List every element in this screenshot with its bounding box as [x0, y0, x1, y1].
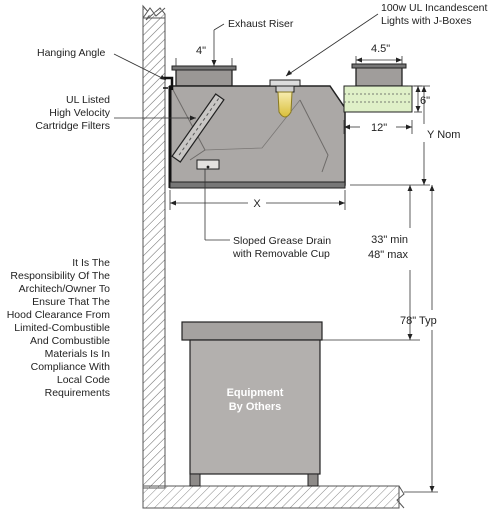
dimension-lines: [169, 56, 438, 493]
filters-label-line2: High Velocity: [49, 107, 110, 119]
supply-plenum: [343, 63, 413, 113]
y-nom-dim: Y Nom: [427, 129, 460, 141]
clearance-max-dim: 48" max: [368, 249, 408, 261]
filters-label-line1: UL Listed: [66, 94, 110, 106]
note-line-10: Local Code: [57, 374, 110, 386]
note-line-5: Hood Clearance From: [7, 309, 111, 321]
note-line-2: Responsibility Of The: [10, 270, 110, 282]
cooking-equipment: [181, 321, 323, 487]
supply-depth-dim: 12": [371, 122, 387, 134]
hanging-angle: [163, 76, 174, 90]
note-line-9: Compliance With: [31, 361, 111, 373]
note-line-11: Requirements: [45, 387, 110, 399]
supply-height-dim: 6": [420, 95, 430, 107]
grease-drain-label-line1: Sloped Grease Drain: [233, 235, 331, 247]
note-line-8: Materials Is In: [45, 348, 111, 360]
grease-drain-label-line2: with Removable Cup: [232, 248, 330, 260]
note-line-6: Limited-Combustible: [14, 322, 110, 334]
note-line-3: Architech/Owner To: [19, 283, 111, 295]
supply-width-dim: 4.5": [371, 43, 390, 55]
building-wall: [142, 4, 405, 509]
note-line-4: Ensure That The: [32, 296, 110, 308]
light-fixture: [269, 79, 301, 118]
overall-height-dim: 78" Typ: [400, 315, 437, 327]
clearance-min-dim: 33" min: [371, 234, 408, 246]
cartridge-filter: [171, 93, 225, 163]
equipment-label-line1: Equipment: [227, 387, 284, 399]
responsibility-note: It Is The Responsibility Of The Architec…: [7, 257, 111, 399]
note-line-1: It Is The: [72, 257, 110, 269]
exhaust-riser-label: Exhaust Riser: [228, 18, 294, 30]
x-dim: X: [253, 198, 261, 210]
hanging-angle-label: Hanging Angle: [37, 47, 105, 59]
grease-drain-cup: [196, 159, 220, 170]
note-line-7: And Combustible: [30, 335, 110, 347]
filters-label-line3: Cartridge Filters: [35, 120, 110, 132]
equipment-label-line2: By Others: [229, 401, 282, 413]
dimension-arrowheads: [170, 57, 435, 492]
leader-arrowheads: [160, 60, 292, 121]
lights-label-line1: 100w UL Incandescent: [381, 2, 488, 14]
exhaust-width-dim: 4": [196, 45, 206, 57]
exhaust-riser: [171, 65, 237, 87]
lights-label-line2: Lights with J-Boxes: [381, 15, 471, 27]
